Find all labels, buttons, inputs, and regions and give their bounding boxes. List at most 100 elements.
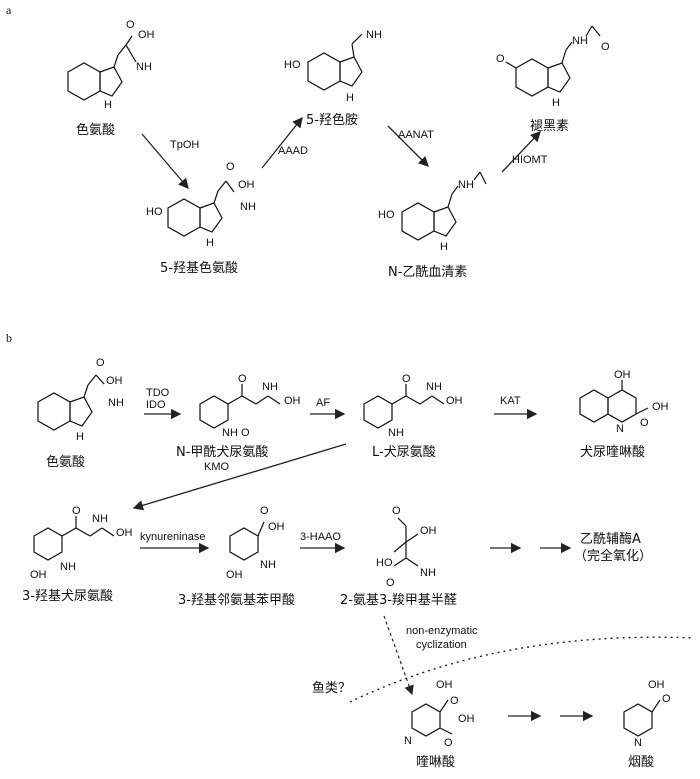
niacin-label: 烟酸	[628, 755, 654, 770]
svg-text:NH: NH	[92, 513, 108, 525]
svg-text:O: O	[601, 41, 610, 53]
svg-text:NH O: NH O	[222, 427, 250, 439]
quinolinic-acid-structure: OH O OH O N	[404, 679, 475, 749]
melatonin-structure: NH O O H	[496, 25, 610, 109]
fish-boundary-curve	[349, 636, 695, 703]
svg-text:NH: NH	[572, 35, 588, 47]
tryptophan-structure-b: OH O NH H	[37, 357, 124, 443]
svg-text:OH: OH	[106, 375, 123, 387]
svg-text:OH: OH	[420, 525, 437, 537]
svg-text:OH: OH	[268, 521, 285, 533]
3-hydroxyanthranilic-acid-label: 3-羟基邻氨基苯甲酸	[178, 593, 295, 608]
svg-text:NH: NH	[458, 179, 474, 191]
svg-text:O: O	[126, 19, 135, 31]
svg-text:HO: HO	[378, 209, 395, 221]
svg-text:H: H	[206, 237, 214, 249]
nonenzymatic-arrow	[383, 615, 414, 696]
3-hydroxyanthranilic-acid-structure: O OH NH OH	[226, 505, 285, 581]
svg-text:OH: OH	[458, 713, 475, 725]
kynurenic-acid-structure: OH N OH O	[579, 369, 669, 435]
nonenzymatic-label-line2: cyclization	[416, 639, 467, 651]
3-hydroxykynurenine-label: 3-羟基犬尿氨酸	[22, 589, 113, 604]
kat-label: KAT	[500, 395, 521, 407]
svg-text:O: O	[450, 695, 459, 707]
svg-text:H: H	[552, 97, 560, 109]
n-formylkynurenine-structure: O NH OH NH O	[199, 373, 301, 439]
af-label: AF	[316, 397, 330, 409]
aaad-label: AAAD	[278, 145, 308, 157]
svg-text:OH: OH	[648, 679, 665, 691]
svg-text:H: H	[76, 431, 84, 443]
niacin-structure: OH O N	[623, 679, 671, 749]
svg-text:O: O	[260, 505, 269, 517]
svg-text:O: O	[444, 737, 453, 749]
acetyl-coa-label: 乙酰辅酶A	[580, 531, 641, 547]
svg-text:NH: NH	[108, 397, 124, 409]
n-acetylserotonin-structure: NH HO H	[378, 171, 487, 253]
tryptophan-label-a: 色氨酸	[76, 122, 115, 138]
nonenzymatic-label-line1: non-enzymatic	[406, 625, 478, 637]
svg-text:H: H	[440, 241, 448, 253]
svg-text:OH: OH	[652, 401, 669, 413]
svg-text:HO: HO	[146, 206, 163, 218]
kmo-label: KMO	[204, 461, 230, 473]
svg-text:NH: NH	[60, 561, 76, 573]
svg-text:O: O	[496, 53, 505, 65]
svg-text:O: O	[386, 577, 395, 589]
svg-text:OH: OH	[238, 179, 255, 191]
complete-oxidation-label: （完全氧化）	[574, 548, 652, 564]
svg-text:NH: NH	[426, 381, 442, 393]
svg-text:OH: OH	[614, 369, 631, 381]
hiomt-arrow	[501, 131, 541, 173]
svg-text:NH: NH	[388, 427, 404, 439]
hiomt-label: HIOMT	[512, 154, 548, 166]
ido-label: IDO	[146, 399, 166, 411]
acms-label: 2-氨基3-羧甲基半醛	[340, 592, 457, 608]
svg-text:OH: OH	[138, 29, 155, 41]
tpoh-label: TpOH	[170, 139, 199, 151]
aaad-arrow	[261, 116, 303, 169]
svg-text:N: N	[634, 737, 642, 749]
tpoh-arrow	[141, 133, 189, 189]
svg-text:O: O	[72, 505, 81, 517]
svg-text:H: H	[346, 92, 354, 104]
htp-structure: OH O NH HO H	[146, 161, 256, 249]
3-hydroxykynurenine-structure: O NH OH NH OH	[30, 505, 133, 581]
svg-text:OH: OH	[30, 569, 47, 581]
htp-label: 5-羟基色氨酸	[160, 260, 238, 276]
svg-text:NH: NH	[260, 559, 276, 571]
svg-text:HO: HO	[376, 557, 393, 569]
kmo-arrow	[132, 443, 347, 511]
svg-text:O: O	[226, 161, 235, 173]
svg-text:OH: OH	[284, 395, 301, 407]
svg-text:NH: NH	[240, 201, 256, 213]
svg-text:OH: OH	[436, 679, 453, 691]
svg-text:O: O	[238, 373, 247, 385]
panel-a-label: a	[6, 3, 12, 17]
aanat-label: AANAT	[398, 129, 434, 141]
svg-text:N: N	[616, 423, 624, 435]
svg-text:O: O	[402, 373, 411, 385]
melatonin-label: 褪黑素	[530, 119, 569, 134]
svg-text:NH: NH	[262, 381, 278, 393]
aanat-arrow	[387, 125, 429, 167]
n-acetylserotonin-label: N-乙酰血清素	[388, 265, 467, 280]
svg-text:O: O	[662, 693, 671, 705]
n-formylkynurenine-label: N-甲酰犬尿氨酸	[176, 445, 268, 460]
svg-text:HO: HO	[284, 59, 301, 71]
svg-text:O: O	[640, 417, 649, 429]
svg-text:H: H	[104, 99, 112, 111]
acms-structure: O OH HO NH O	[376, 505, 437, 589]
svg-text:O: O	[392, 505, 401, 517]
serotonin-structure: NH HO H	[284, 29, 382, 104]
haao-label: 3-HAAO	[300, 531, 341, 543]
svg-text:OH: OH	[446, 395, 463, 407]
fish-label: 鱼类？	[312, 680, 351, 696]
tryptophan-structure-a: OH O NH H	[67, 19, 155, 111]
tdo-label: TDO	[146, 387, 170, 399]
svg-text:NH: NH	[366, 29, 382, 41]
kynureninase-label: kynureninase	[140, 531, 205, 543]
l-kynurenine-structure: O NH OH NH	[363, 373, 463, 439]
svg-text:OH: OH	[226, 569, 243, 581]
